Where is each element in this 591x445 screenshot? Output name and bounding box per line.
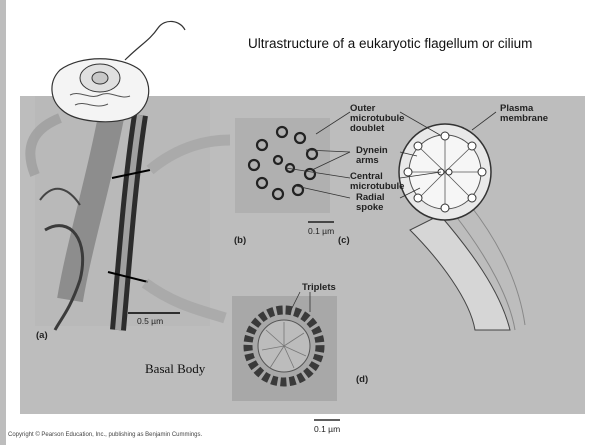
copyright-notice: Copyright © Pearson Education, Inc., pub… xyxy=(8,432,202,438)
panel-label-c: (c) xyxy=(338,236,350,246)
micrograph-b xyxy=(235,118,334,222)
label-radial-spoke: Radial spoke xyxy=(356,193,401,213)
panel-label-d: (d) xyxy=(356,375,368,385)
label-plasma-membrane: Plasma membrane xyxy=(500,104,560,124)
label-dynein-arms: Dynein arms xyxy=(356,146,396,166)
scale-bar-label-d: 0.1 µm xyxy=(314,424,340,434)
scale-bar-label-a: 0.5 µm xyxy=(137,316,163,326)
panel-label-b: (b) xyxy=(234,236,246,246)
basal-body-caption: Basal Body xyxy=(145,361,205,377)
label-outer-microtubule-doublet: Outer microtubule doublet xyxy=(350,104,420,134)
micrograph-a xyxy=(35,96,210,330)
panel-label-a: (a) xyxy=(36,331,48,341)
label-triplets: Triplets xyxy=(302,283,336,293)
micrograph-d xyxy=(232,292,340,420)
scale-bar-label-b: 0.1 µm xyxy=(308,226,334,236)
label-central-microtubule: Central microtubule xyxy=(350,172,420,192)
